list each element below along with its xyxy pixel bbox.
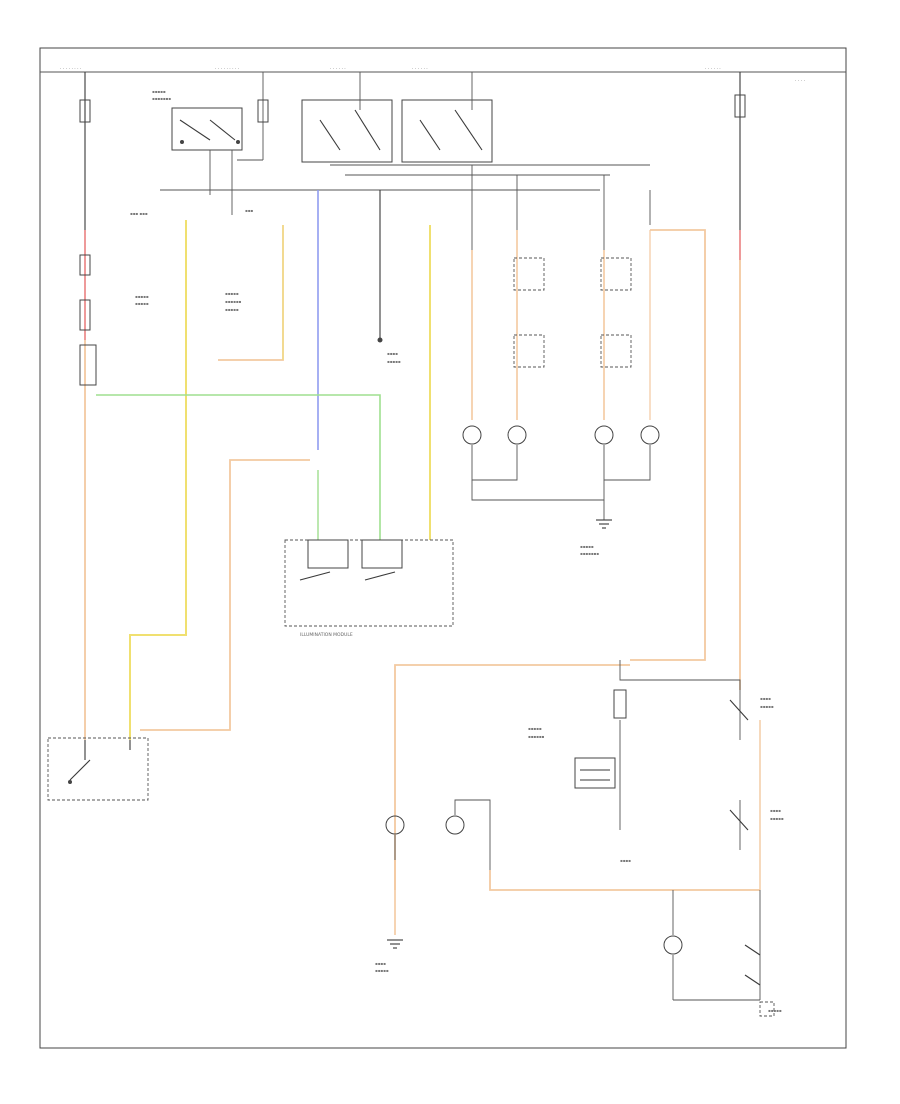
svg-text:▪▪▪▪▪: ▪▪▪▪▪ bbox=[528, 726, 542, 731]
svg-text:▪▪▪▪▪: ▪▪▪▪▪ bbox=[760, 704, 774, 709]
svg-text:▪▪▪▪: ▪▪▪▪ bbox=[387, 351, 398, 356]
svg-text:▪▪▪▪▪: ▪▪▪▪▪ bbox=[770, 816, 784, 821]
svg-text:▪▪▪▪▪: ▪▪▪▪▪ bbox=[375, 968, 389, 973]
lamp-icon bbox=[663, 935, 683, 955]
svg-text:· · · · · ·: · · · · · · bbox=[705, 67, 721, 72]
svg-text:▪▪▪▪▪: ▪▪▪▪▪ bbox=[135, 294, 149, 299]
fuse-left bbox=[79, 99, 91, 123]
svg-text:▪▪▪: ▪▪▪ bbox=[245, 208, 253, 213]
wire-orange-loop bbox=[140, 459, 310, 731]
svg-text:▪▪▪▪: ▪▪▪▪ bbox=[760, 696, 771, 701]
lower-left-switch bbox=[47, 737, 149, 801]
svg-text:▪▪▪▪▪: ▪▪▪▪▪ bbox=[387, 359, 401, 364]
svg-text:▪▪▪▪▪▪: ▪▪▪▪▪▪ bbox=[225, 299, 242, 304]
wire-yellow-left bbox=[129, 220, 187, 740]
svg-text:▪▪▪▪: ▪▪▪▪ bbox=[770, 808, 781, 813]
illumination-module: ILLUMINATION MODULE bbox=[284, 539, 454, 638]
lamp-icon bbox=[640, 425, 660, 445]
diagram-border bbox=[39, 47, 847, 1049]
svg-text:▪▪▪▪▪: ▪▪▪▪▪ bbox=[135, 301, 149, 306]
svg-text:▪▪▪▪▪: ▪▪▪▪▪ bbox=[768, 1008, 782, 1013]
power-bus-top: · · · · · · · · · · · · · · · · · · · · … bbox=[40, 67, 846, 84]
ground-icon bbox=[596, 519, 612, 529]
lamp-icon bbox=[445, 815, 465, 835]
svg-text:▪▪▪▪▪: ▪▪▪▪▪ bbox=[225, 307, 239, 312]
wire-green bbox=[96, 394, 381, 540]
right-feed bbox=[734, 72, 746, 690]
svg-text:▪▪▪ ▪▪▪: ▪▪▪ ▪▪▪ bbox=[130, 211, 148, 216]
svg-text:▪▪▪▪▪▪: ▪▪▪▪▪▪ bbox=[528, 734, 545, 739]
headlamp-switch-block bbox=[160, 72, 600, 215]
lamp-icon bbox=[462, 425, 482, 445]
module-label: ILLUMINATION MODULE bbox=[300, 632, 353, 638]
relay-block-2 bbox=[401, 72, 493, 163]
illegible-labels: ▪▪▪▪▪ ▪▪▪▪▪▪▪ ▪▪▪ ▪▪▪ ▪▪▪ ▪▪▪▪▪ ▪▪▪▪▪▪ ▪… bbox=[130, 89, 784, 1013]
svg-text:· · · · · ·: · · · · · · bbox=[412, 67, 428, 72]
lamp-icon bbox=[385, 815, 405, 835]
connector-left bbox=[79, 344, 97, 386]
svg-text:▪▪▪▪▪: ▪▪▪▪▪ bbox=[152, 89, 166, 94]
lamp-icon bbox=[507, 425, 527, 445]
svg-text:▪▪▪▪: ▪▪▪▪ bbox=[620, 858, 631, 863]
svg-text:▪▪▪▪▪: ▪▪▪▪▪ bbox=[225, 291, 239, 296]
svg-text:▪▪▪▪▪▪▪: ▪▪▪▪▪▪▪ bbox=[580, 551, 599, 556]
ground-icon bbox=[387, 939, 403, 949]
svg-text:· · · · · · · ·: · · · · · · · · bbox=[60, 67, 81, 72]
lower-right-block bbox=[385, 660, 775, 1017]
svg-text:▪▪▪▪: ▪▪▪▪ bbox=[375, 961, 386, 966]
svg-text:· · · · · ·: · · · · · · bbox=[330, 67, 346, 72]
svg-text:▪▪▪▪▪: ▪▪▪▪▪ bbox=[580, 544, 594, 549]
svg-text:▪▪▪▪▪▪▪: ▪▪▪▪▪▪▪ bbox=[152, 96, 171, 101]
relay-block-1 bbox=[301, 72, 393, 163]
svg-text:· · · ·: · · · · bbox=[795, 79, 805, 84]
left-feed bbox=[79, 72, 97, 740]
lamp-icon bbox=[594, 425, 614, 445]
lamp-group-right bbox=[462, 165, 706, 661]
svg-text:· · · · · · · · ·: · · · · · · · · · bbox=[215, 67, 239, 72]
